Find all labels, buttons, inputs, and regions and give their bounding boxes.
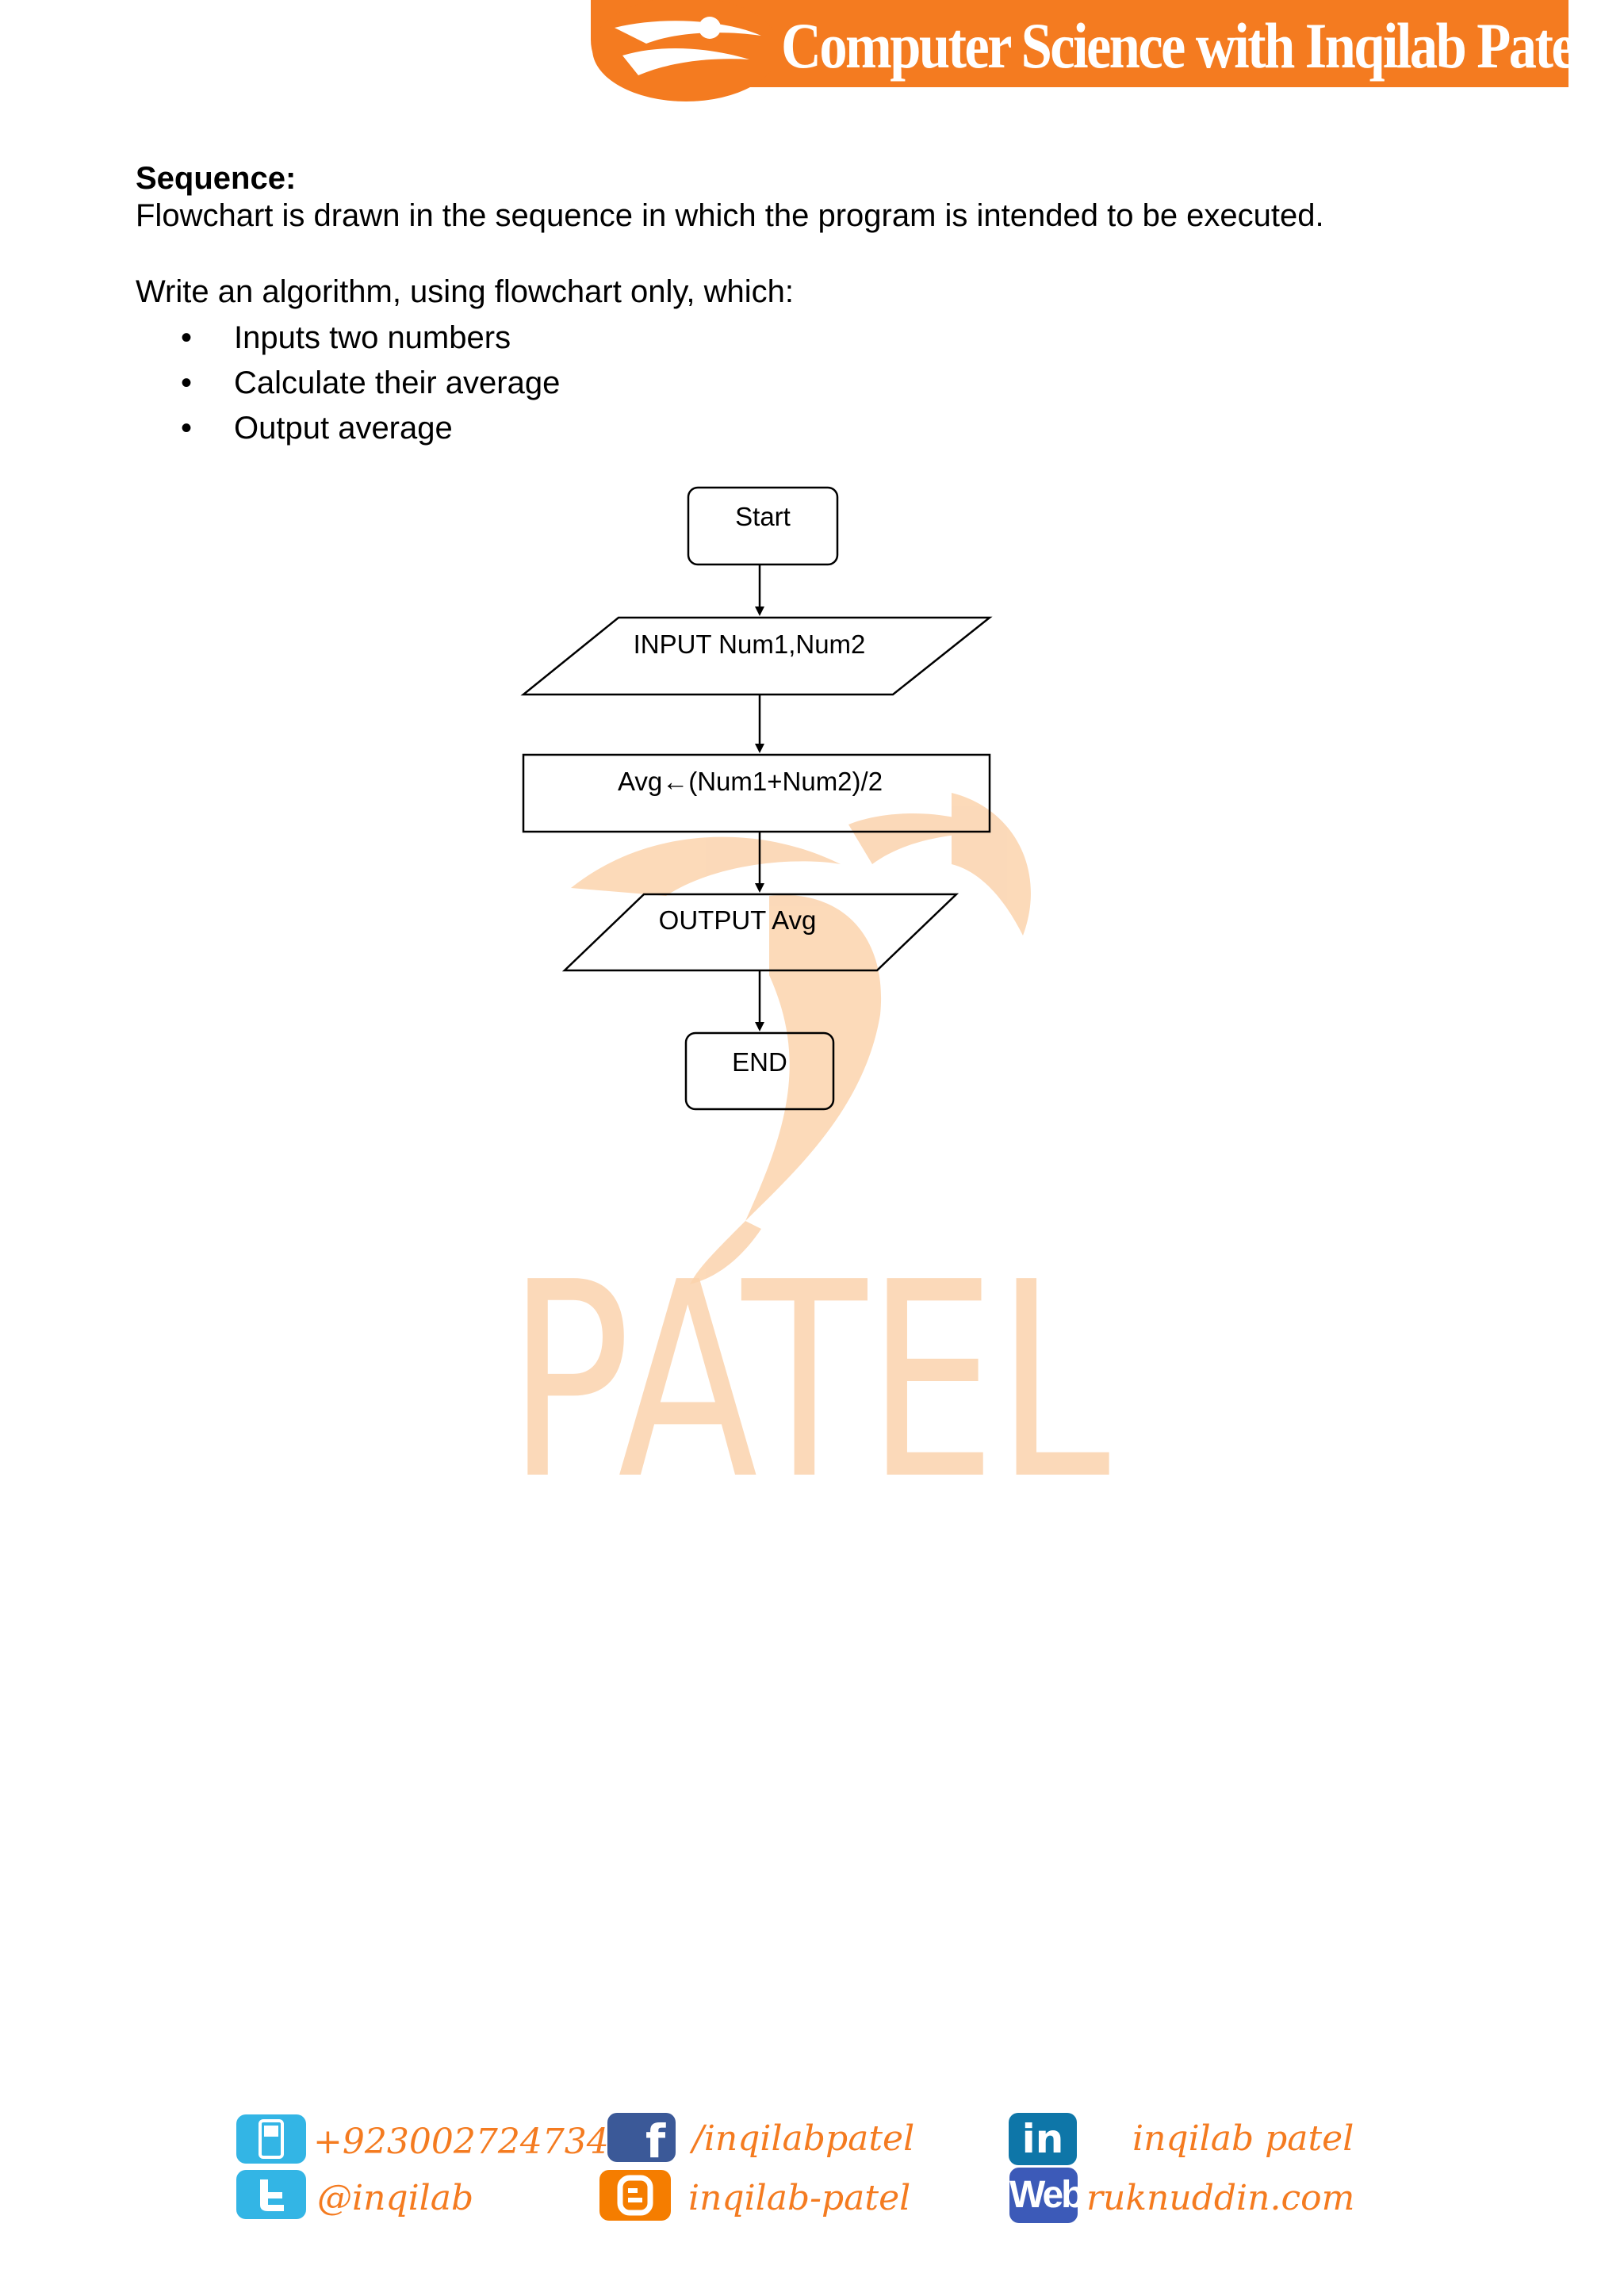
start-label: Start bbox=[735, 502, 791, 531]
input-label: INPUT Num1,Num2 bbox=[633, 629, 866, 659]
process-label: Avg←(Num1+Num2)/2 bbox=[617, 767, 883, 796]
website-link[interactable]: ruknuddin.com bbox=[1086, 2178, 1355, 2218]
twitter-link[interactable]: @inqilab bbox=[317, 2178, 474, 2218]
web-icon: Web bbox=[1009, 2168, 1084, 2223]
list-item: Calculate their average bbox=[234, 365, 561, 400]
linkedin-link[interactable]: inqilab patel bbox=[1132, 2118, 1354, 2159]
watermark-text: PATEL bbox=[508, 1225, 1111, 1490]
bullet-marker: • bbox=[181, 411, 193, 446]
list-item: Inputs two numbers bbox=[234, 320, 511, 355]
task-text: Write an algorithm, using flowchart only… bbox=[136, 274, 794, 309]
logo-icon bbox=[592, 0, 773, 101]
phone-link[interactable]: +923002724734 bbox=[313, 2122, 609, 2162]
facebook-icon: f bbox=[607, 2113, 676, 2168]
watermark-logo: PATEL bbox=[508, 793, 1111, 1490]
section-heading: Sequence: bbox=[136, 161, 297, 196]
blogger-icon bbox=[599, 2170, 671, 2221]
svg-text:f: f bbox=[645, 2114, 666, 2162]
twitter-icon bbox=[236, 2170, 306, 2219]
bullet-marker: • bbox=[181, 320, 193, 355]
facebook-link[interactable]: /inqilabpatel bbox=[692, 2118, 915, 2159]
bullet-marker: • bbox=[181, 365, 193, 400]
phone-icon bbox=[236, 2114, 306, 2164]
blogger-link[interactable]: inqilab-patel bbox=[688, 2178, 911, 2218]
output-label: OUTPUT Avg bbox=[658, 905, 817, 935]
list-item: Output average bbox=[234, 411, 453, 446]
linkedin-icon: in bbox=[1009, 2113, 1077, 2165]
header-title: Computer Science with Inqilab Patel bbox=[781, 10, 1590, 82]
end-label: END bbox=[732, 1047, 787, 1077]
intro-text: Flowchart is drawn in the sequence in wh… bbox=[136, 198, 1324, 233]
